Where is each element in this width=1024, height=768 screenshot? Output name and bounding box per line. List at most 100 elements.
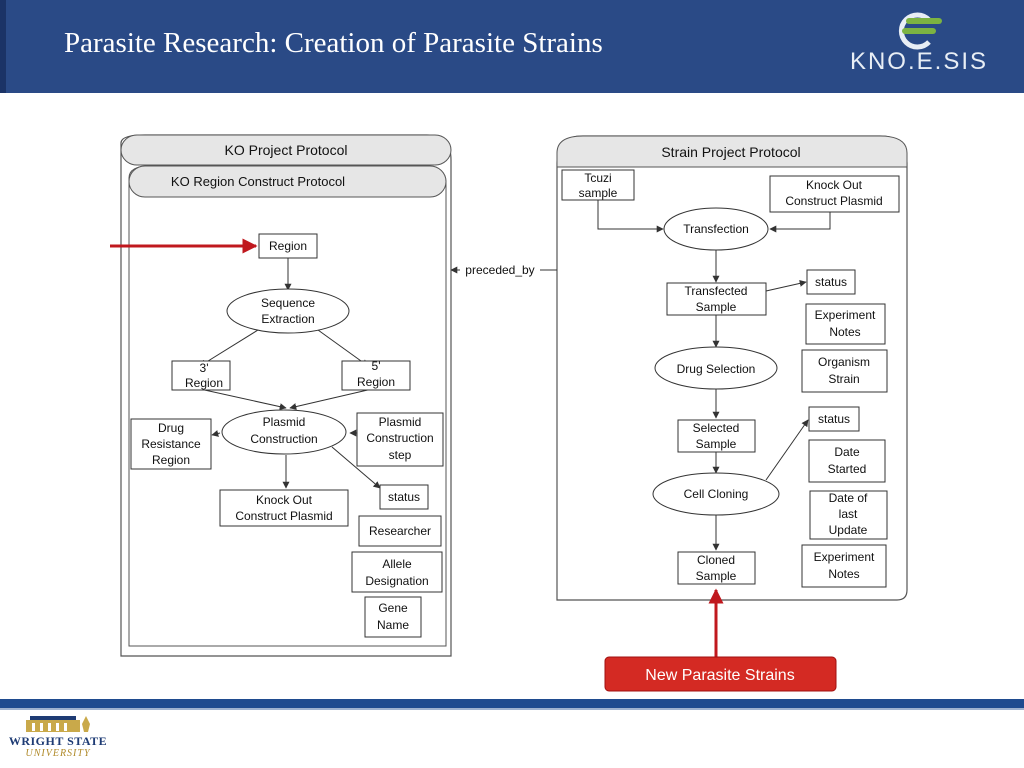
- emblem-torch: [82, 716, 90, 732]
- emblem-roof: [30, 716, 76, 720]
- node-sequence-extraction-line2: Extraction: [261, 312, 314, 326]
- node-transfected-line1: Transfected: [685, 284, 748, 298]
- node-researcher: [358, 515, 442, 547]
- node-ko-status: [379, 484, 429, 510]
- node-cloned-line2: Sample: [696, 569, 737, 583]
- node-organism-strain-line1: Organism: [818, 355, 870, 369]
- node-gene-name-line2: Name: [377, 618, 409, 632]
- node-tcuzi-sample: [561, 169, 635, 201]
- emblem-window-5: [64, 723, 67, 731]
- footer-line: [0, 708, 1024, 710]
- node-region: [258, 233, 318, 259]
- edge-sequence-3region: [199, 329, 259, 367]
- emblem-window-4: [56, 723, 59, 731]
- node-region-label: Region: [269, 239, 307, 253]
- node-experiment-notes-2-line1: Experiment: [814, 550, 875, 564]
- slide-header: Parasite Research: Creation of Parasite …: [0, 0, 1024, 93]
- node-plasmid-step-line2: Construction: [366, 431, 433, 445]
- logo-bar-top: [906, 18, 942, 24]
- node-researcher-label: Researcher: [369, 524, 431, 538]
- node-5-region-line1: 5': [372, 359, 381, 373]
- node-date-last-update-line2: last: [839, 507, 858, 521]
- callout-box: [604, 656, 837, 692]
- emblem-window-1: [32, 723, 35, 731]
- node-sequence-extraction-line1: Sequence: [261, 296, 315, 310]
- strain-nodes: Tcuzi sample Knock Out Construct Plasmid…: [561, 169, 900, 588]
- logo-arc: [898, 12, 931, 50]
- logo-bar-middle: [902, 28, 936, 34]
- node-drug-selection: [654, 346, 778, 390]
- node-experiment-notes-1-line2: Notes: [829, 325, 860, 339]
- node-experiment-notes-2: [801, 544, 887, 588]
- node-drug-resistance-line2: Resistance: [141, 437, 201, 451]
- node-date-started-line2: Started: [828, 462, 867, 476]
- node-experiment-notes-1-line1: Experiment: [815, 308, 876, 322]
- knoesis-logo-text: KNO.E.SIS: [849, 48, 989, 75]
- edge-plasmid-drugres: [211, 430, 221, 437]
- node-gene-name-line1: Gene: [378, 601, 408, 615]
- node-selected-sample: [677, 419, 756, 453]
- ko-inner-header: [128, 165, 447, 198]
- wright-state-emblem: [26, 716, 90, 732]
- new-parasite-strains-callout: New Parasite Strains: [604, 656, 837, 692]
- node-cell-cloning-label: Cell Cloning: [684, 487, 749, 501]
- node-date-last-update-line3: Update: [829, 523, 868, 537]
- node-strain-knock-out-line2: Construct Plasmid: [785, 194, 882, 208]
- header-accent: [0, 0, 6, 93]
- callout-label: New Parasite Strains: [645, 667, 794, 684]
- slide-title: Parasite Research: Creation of Parasite …: [64, 27, 603, 59]
- ko-nodes: Region Sequence Extraction 3' Region 5' …: [130, 233, 444, 638]
- wright-state-logo: WRIGHT STATE UNIVERSITY: [8, 714, 108, 764]
- node-experiment-notes-1: [805, 303, 886, 345]
- node-organism-strain: [801, 349, 888, 393]
- node-tcuzi-line1: Tcuzi: [584, 171, 611, 185]
- node-organism-strain-line2: Strain: [828, 372, 859, 386]
- ko-inner-title: KO Region Construct Protocol: [171, 174, 345, 189]
- protocol-diagram: KO Project Protocol KO Region Construct …: [110, 134, 908, 692]
- edge-3region-plasmid: [199, 388, 287, 411]
- node-3-region: [171, 360, 231, 391]
- edge-5region-plasmid: [289, 388, 373, 410]
- node-gene-name: [364, 596, 422, 638]
- strain-panel-header: [556, 135, 908, 168]
- edge-tcuzi-transfection: [597, 200, 664, 233]
- node-allele-designation: [351, 551, 443, 593]
- knoesis-logo: KNO.E.SIS: [834, 8, 1004, 88]
- node-5-region: [341, 360, 411, 391]
- edge-plasmid-transfection: [769, 212, 831, 233]
- node-transfection: [663, 207, 769, 251]
- node-date-of-last-update: [809, 490, 888, 540]
- node-drug-selection-label: Drug Selection: [677, 362, 756, 376]
- node-cloned-sample: [677, 551, 756, 585]
- node-sequence-extraction: [226, 288, 350, 334]
- ko-edges: [199, 258, 381, 489]
- node-plasmid-step-line1: Plasmid: [379, 415, 422, 429]
- node-strain-knock-out-plasmid: [769, 175, 900, 213]
- node-experiment-notes-2-line2: Notes: [828, 567, 859, 581]
- node-date-started-line1: Date: [834, 445, 860, 459]
- node-strain-status-2: [808, 406, 860, 432]
- node-5-region-line2: Region: [357, 375, 395, 389]
- node-strain-status-1: [806, 269, 856, 295]
- node-plasmid-step-line3: step: [389, 448, 412, 462]
- edge-sequence-5region: [317, 329, 369, 367]
- node-date-last-update-line1: Date of: [829, 491, 868, 505]
- footer-bar: [0, 699, 1024, 708]
- node-plasmid-construction-line1: Plasmid: [263, 415, 306, 429]
- node-strain-knock-out-line1: Knock Out: [806, 178, 863, 192]
- node-allele-line2: Designation: [365, 574, 428, 588]
- node-cloned-line1: Cloned: [697, 553, 735, 567]
- ko-panel-header: [120, 134, 452, 166]
- emblem-window-2: [40, 723, 43, 731]
- knoesis-logo-mark: [898, 12, 942, 50]
- node-drug-resistance-region: [130, 418, 212, 470]
- preceded-by-label: preceded_by: [465, 263, 534, 277]
- ko-panel-title: KO Project Protocol: [225, 142, 348, 158]
- emblem-window-3: [48, 723, 51, 731]
- node-transfection-label: Transfection: [683, 222, 749, 236]
- node-ko-knock-out-plasmid: [219, 489, 349, 527]
- node-plasmid-construction-line2: Construction: [250, 432, 317, 446]
- preceded-by-link: preceded_by: [450, 263, 557, 277]
- strain-panel-title: Strain Project Protocol: [661, 144, 800, 160]
- node-3-region-line1: 3': [200, 361, 209, 375]
